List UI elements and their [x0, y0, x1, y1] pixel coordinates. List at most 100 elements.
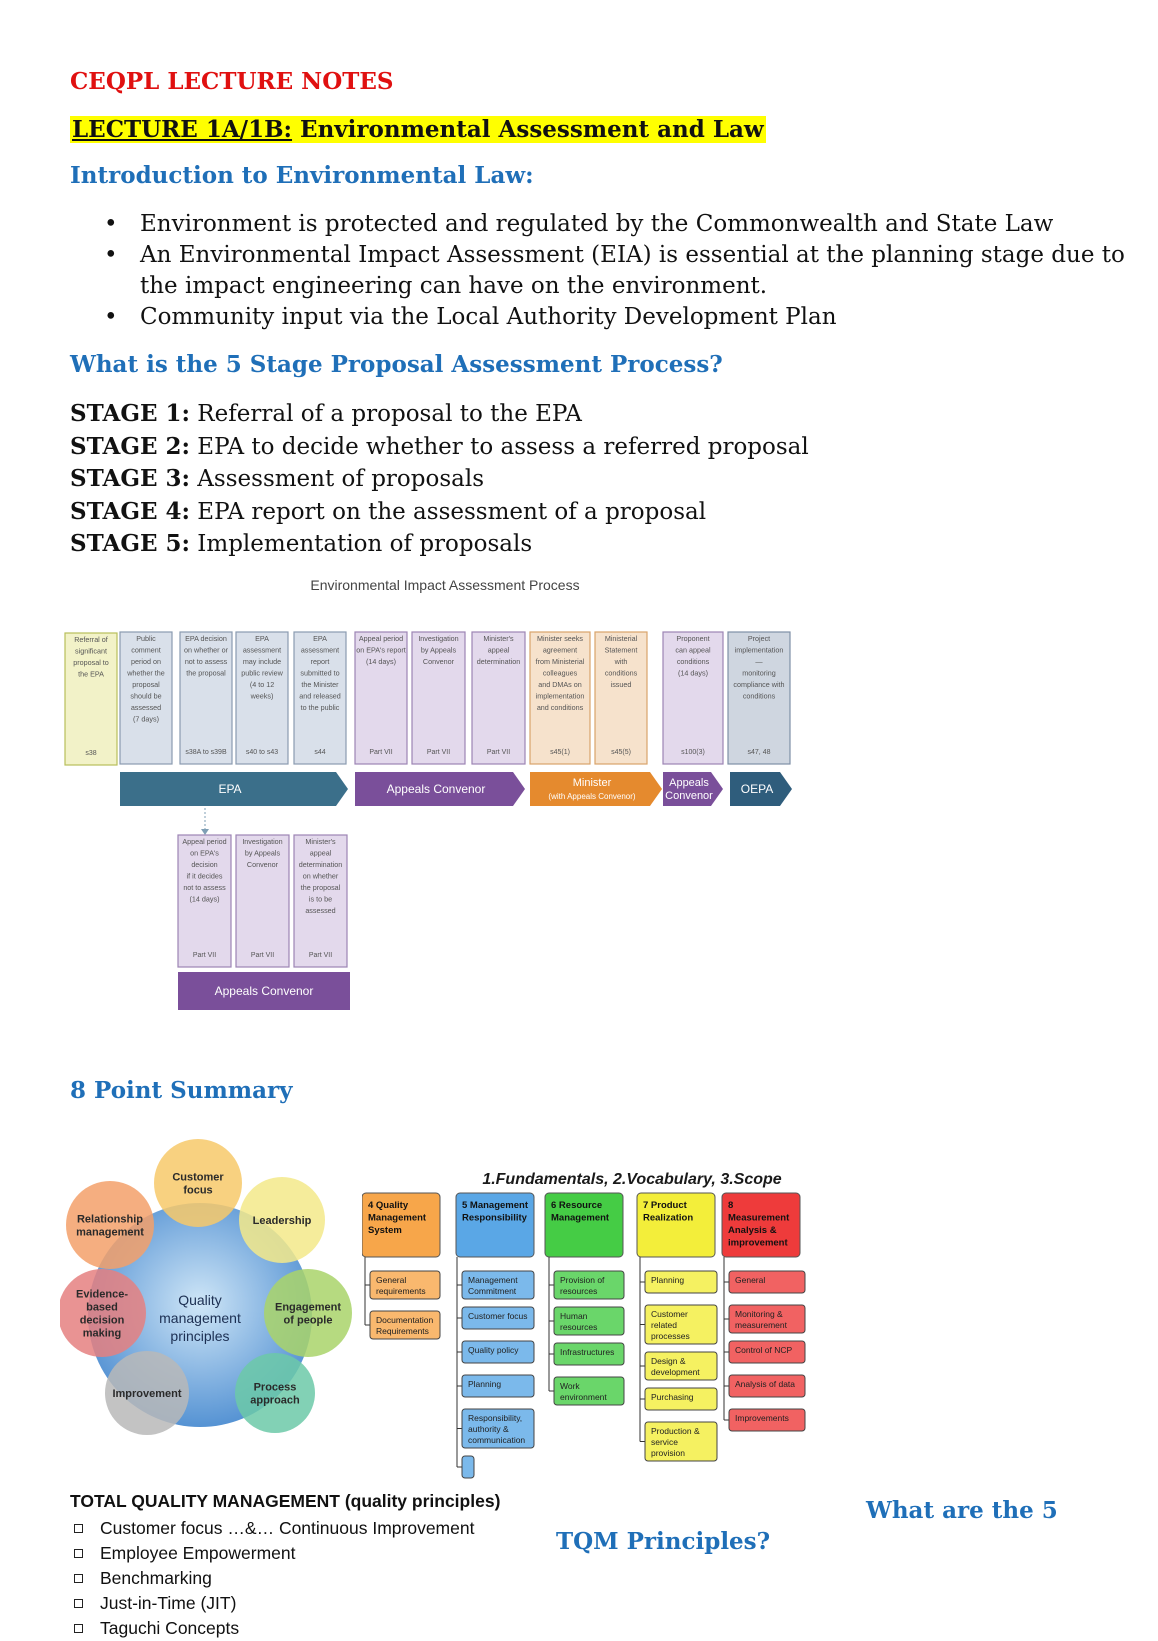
iso-subclause-box	[461, 1455, 475, 1479]
qm-principle-label: focus	[183, 1185, 212, 1197]
eia-box-text: may include	[243, 657, 281, 666]
eia-box-text: agreement	[543, 646, 577, 655]
eia-box-text: the Minister	[301, 680, 339, 689]
eia-box-text: report	[311, 657, 330, 666]
iso-subclause-text: related	[651, 1320, 677, 1330]
eia-box-text: Investigation	[418, 634, 458, 643]
eia-box-text: Appeal period	[182, 837, 226, 846]
iso-subclause-text: Improvements	[735, 1413, 789, 1423]
stage-text: Referral of a proposal to the EPA	[190, 401, 582, 427]
eia-box-text: implementation	[735, 646, 784, 655]
intro-bullet-list: • Environment is protected and regulated …	[70, 209, 1130, 333]
eia-box-text: conditions	[677, 657, 710, 666]
iso-clause-header: Management	[551, 1213, 610, 1224]
qm-principle-label: Engagement	[275, 1302, 341, 1314]
eia-box-footnote: s45(5)	[611, 749, 631, 756]
iso-subclause-text: service	[651, 1437, 678, 1447]
eia-box-text: by Appeals	[245, 849, 281, 858]
bullet-icon: •	[104, 242, 118, 268]
iso-subclause-text: General	[735, 1275, 765, 1285]
bullet-text: Community input via the Local Authority …	[140, 304, 837, 330]
iso-subclause-text: Planning	[468, 1379, 501, 1389]
iso-subclause-text: Customer focus	[468, 1311, 528, 1321]
eia-box-text: if it decides	[187, 872, 223, 881]
eia-phase-arrow: Appeals Convenor	[355, 772, 525, 806]
document-title: CEQPL LECTURE NOTES	[70, 68, 394, 95]
iso-subclause-box: Planning	[461, 1374, 535, 1398]
eia-box-text: the proposal	[186, 669, 226, 678]
tqm-question-part2: TQM Principles?	[556, 1528, 771, 1555]
eia-box-footnote: s100(3)	[681, 749, 705, 756]
tqm-item-text: Employee Empowerment	[100, 1543, 296, 1563]
eia-box-text: (7 days)	[133, 715, 159, 724]
iso-subclause-box: Customer focus	[461, 1306, 535, 1330]
qm-principle-label: making	[83, 1328, 122, 1340]
eia-box-text: conditions	[743, 692, 776, 701]
bullet-text: An Environmental Impact Assessment (EIA)…	[140, 242, 1125, 299]
iso-subclause-text: Control of NCP	[735, 1345, 792, 1355]
qm-principle-label: Improvement	[112, 1388, 181, 1400]
eia-box-footnote: Part VII	[487, 749, 510, 756]
iso-subclause-text: Infrastructures	[560, 1347, 614, 1357]
eia-box-text: the EPA	[78, 670, 104, 679]
stage-item: STAGE 2: EPA to decide whether to assess…	[70, 431, 809, 464]
stage-label: STAGE 4:	[70, 497, 190, 525]
qm-center-text: Quality	[178, 1292, 222, 1308]
eia-box-text: assessment	[301, 646, 339, 655]
tqm-list: Customer focus …&… Continuous Improvemen…	[72, 1516, 474, 1641]
eia-box-text: decision	[191, 860, 217, 869]
bullet-text: Environment is protected and regulated b…	[140, 211, 1054, 237]
iso-subclause-text: Requirements	[376, 1326, 429, 1336]
checkbox-bullet-icon	[74, 1549, 83, 1558]
eia-box-text: compliance with	[733, 680, 784, 689]
iso-subclause-box: Planning	[644, 1270, 718, 1294]
qm-principle-label: Customer	[172, 1172, 224, 1184]
eia-box-text: Ministerial	[605, 634, 638, 643]
stage-label: STAGE 1:	[70, 400, 190, 427]
arrowhead-icon	[201, 829, 209, 835]
list-item: •Environment is protected and regulated …	[70, 209, 1130, 240]
eia-box-text: assessed	[305, 906, 335, 915]
eia-box-text: implementation	[536, 692, 585, 701]
iso-clause-header: Responsibility	[462, 1213, 528, 1224]
eia-box-text: monitoring	[742, 669, 776, 678]
eia-stage-box: MinisterialStatementwithconditionsissued…	[594, 631, 648, 765]
eia-arrow-sublabel: Convenor	[665, 790, 713, 802]
iso-subclause-text: Quality policy	[468, 1345, 519, 1355]
eia-box-text: on EPA's	[190, 849, 219, 858]
eia-arrow-label: Minister	[573, 777, 612, 789]
eia-arrow-label: Appeals Convenor	[387, 782, 486, 796]
iso-subclause-text: resources	[560, 1322, 597, 1332]
eia-box-footnote: s47, 48	[748, 749, 771, 756]
qm-principle-circle: Improvement	[105, 1351, 189, 1435]
eia-box-text: and conditions	[537, 703, 584, 712]
eia-box-text: Appeal period	[359, 634, 403, 643]
eia-box-text: can appeal	[675, 646, 711, 655]
iso-subclause-box: Purchasing	[644, 1387, 718, 1411]
eia-box-text: with	[614, 657, 628, 666]
eia-box-text: assessed	[131, 703, 161, 712]
eia-box-text: determination	[299, 860, 343, 869]
iso-subclause-text: Design &	[651, 1356, 686, 1366]
iso-subclause-text: Work	[560, 1381, 580, 1391]
list-item: Taguchi Concepts	[72, 1616, 474, 1641]
tqm-item-text: Taguchi Concepts	[100, 1618, 240, 1638]
iso-subclause-text: Documentation	[376, 1315, 433, 1325]
iso-subclause-text: Provision of	[560, 1275, 605, 1285]
list-item: Just-in-Time (JIT)	[72, 1591, 474, 1616]
iso-clause-header: 5 Management	[462, 1200, 529, 1211]
iso-9001-structure-chart: 1.Fundamentals, 2.Vocabulary, 3.Scope 4 …	[362, 1171, 806, 1479]
iso-top-label: 1.Fundamentals, 2.Vocabulary, 3.Scope	[482, 1171, 781, 1188]
